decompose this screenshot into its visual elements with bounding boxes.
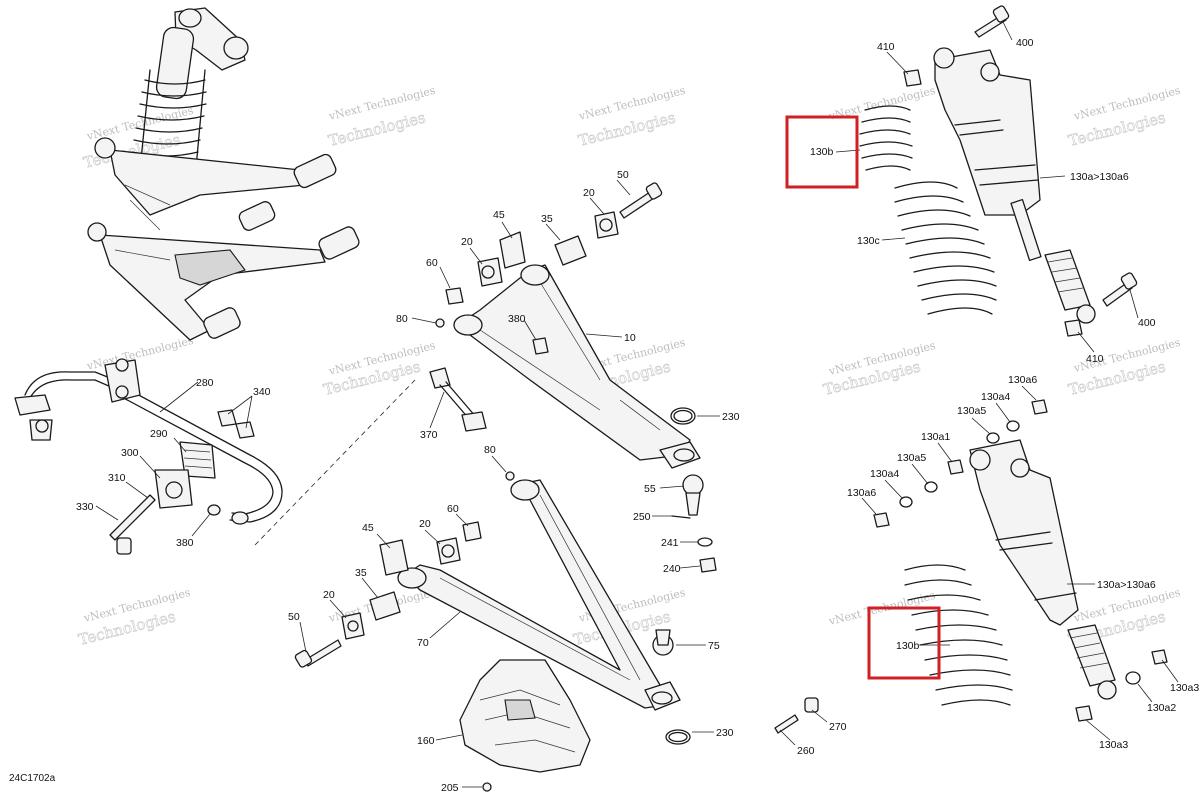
callout-label: 340	[253, 386, 271, 398]
callout-label: 130a3	[1170, 682, 1199, 694]
assembly-overview	[87, 7, 360, 341]
upper-a-arm-group	[429, 182, 701, 469]
callout-label: 241	[661, 537, 679, 549]
callout-label: 35	[355, 567, 367, 579]
callout-label: 130a5	[957, 405, 986, 417]
callout-label: 130a3	[1099, 739, 1128, 751]
callout-label: 70	[417, 637, 429, 649]
callout-label: 35	[541, 213, 553, 225]
callout-label: 20	[583, 187, 595, 199]
callout-labels: 400 410 130b 130a>130a6 130c 400 410 50 …	[76, 37, 1199, 792]
lower-a-arm-group	[294, 471, 819, 792]
callout-label: 20	[323, 589, 335, 601]
callout-label: 400	[1016, 37, 1034, 49]
callout-label: 240	[663, 563, 681, 575]
sway-bar-group	[14, 358, 416, 555]
callout-label: 20	[461, 236, 473, 248]
callout-label: 410	[877, 41, 895, 53]
callout-label: 10	[624, 332, 636, 344]
callout-label: 80	[396, 313, 408, 325]
callout-label: 50	[288, 611, 300, 623]
callout-label: 130a2	[1147, 702, 1176, 714]
upper-shock-group	[859, 5, 1138, 337]
callout-label: 380	[176, 537, 194, 549]
callout-label: 230	[722, 411, 740, 423]
callout-label: 205	[441, 782, 459, 792]
callout-label: 130a6	[1008, 374, 1037, 386]
callout-label: 400	[1138, 317, 1156, 329]
callout-label: 330	[76, 501, 94, 513]
callout-label: 130a>130a6	[1097, 579, 1156, 591]
callout-label: 280	[196, 377, 214, 389]
callout-label: 290	[150, 428, 168, 440]
callout-label: 250	[633, 511, 651, 523]
callout-label: 55	[644, 483, 656, 495]
figure-code: 24C1702a	[9, 773, 56, 784]
callout-label: 160	[417, 735, 435, 747]
callout-label: 60	[426, 257, 438, 269]
callout-label: 300	[121, 447, 139, 459]
callout-label: 410	[1086, 353, 1104, 365]
callout-label: 380	[508, 313, 526, 325]
watermark: vNext Technologies	[85, 334, 195, 373]
callout-label: 60	[447, 503, 459, 515]
callout-label: 130b	[810, 146, 834, 158]
callout-label: 130a4	[870, 468, 899, 480]
lower-shock-group	[873, 399, 1168, 722]
callout-label: 130a4	[981, 391, 1010, 403]
highlight-box-lower-130b	[867, 606, 941, 680]
callout-label: 80	[484, 444, 496, 456]
callout-label: 130a>130a6	[1070, 171, 1129, 183]
callout-label: 130b	[896, 640, 920, 652]
callout-label: 260	[797, 745, 815, 757]
callout-label: 130a6	[847, 487, 876, 499]
callout-label: 20	[419, 518, 431, 530]
callout-label: 270	[829, 721, 847, 733]
callout-label: 310	[108, 472, 126, 484]
callout-label: 230	[716, 727, 734, 739]
callout-label: 50	[617, 169, 629, 181]
highlight-box-upper-130b	[785, 115, 859, 189]
leader-lines	[95, 21, 1179, 788]
callout-label: 130a5	[897, 452, 926, 464]
callout-label: 370	[420, 429, 438, 441]
callout-label: 75	[708, 640, 720, 652]
callout-label: 45	[362, 522, 374, 534]
callout-label: 130a1	[921, 431, 950, 443]
callout-label: 45	[493, 209, 505, 221]
callout-label: 130c	[857, 235, 880, 247]
